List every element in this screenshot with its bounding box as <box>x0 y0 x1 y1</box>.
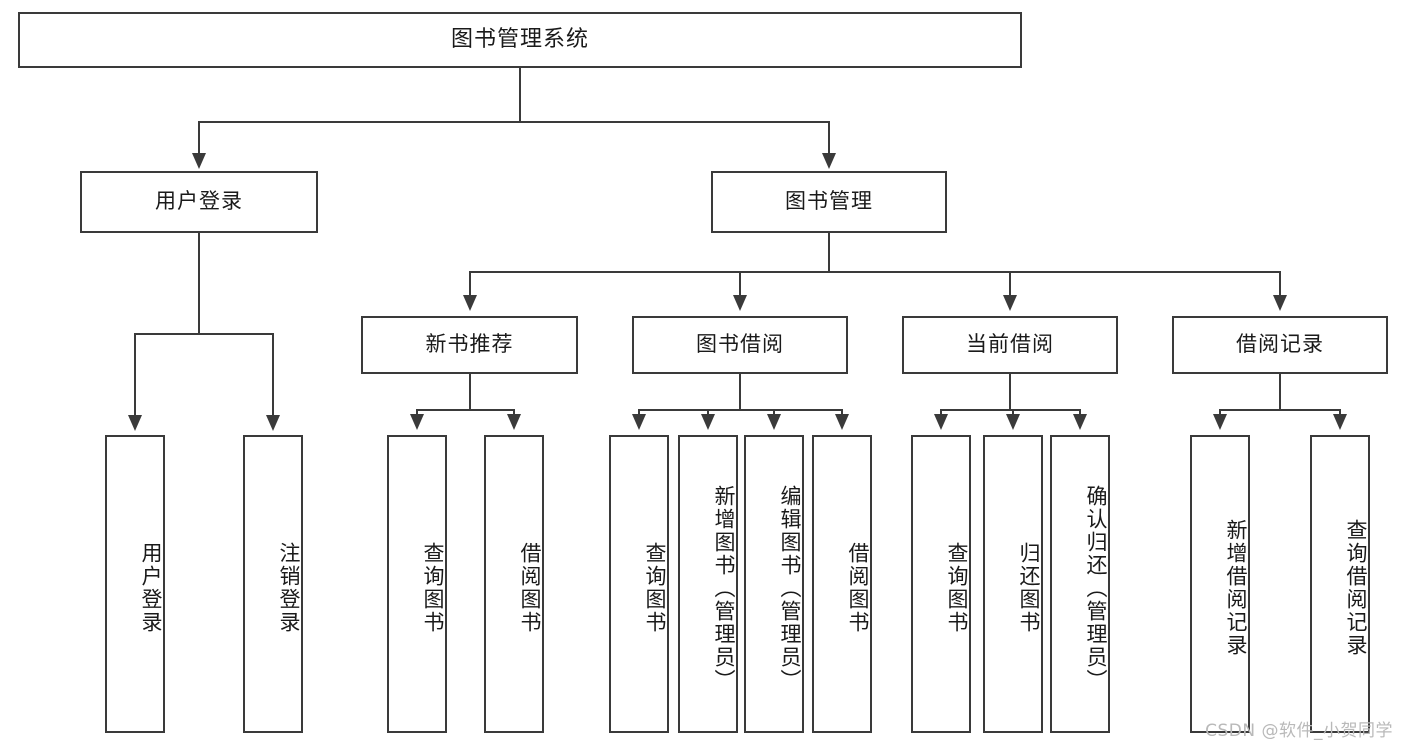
arrowhead-g2_arr_4 <box>835 414 849 430</box>
arrowhead-g3_arr_1 <box>934 414 948 430</box>
connector-g1_bar <box>416 409 515 411</box>
node-label: 注销登录 <box>277 542 301 634</box>
node-leaf-4[interactable]: 查询图书 <box>609 435 669 733</box>
connector-bm_drop_3 <box>1009 271 1011 297</box>
node-label: 查询图书 <box>945 542 969 634</box>
node-level3-1[interactable]: 图书借阅 <box>632 316 848 374</box>
node-leaf-2[interactable]: 查询图书 <box>387 435 447 733</box>
connector-g3_drop_1 <box>940 409 942 417</box>
connector-g3_bar <box>940 409 1080 411</box>
node-label: 借阅图书 <box>518 542 542 634</box>
connector-login_bar <box>134 333 274 335</box>
connector-g4_drop_1 <box>1219 409 1221 417</box>
arrowhead-g4_arr_1 <box>1213 414 1227 430</box>
connector-bm_drop_1 <box>469 271 471 297</box>
connector-g3_drop_2 <box>1012 409 1014 417</box>
node-leaf-5[interactable]: 新增图书（管理员） <box>678 435 738 733</box>
arrowhead-g4_arr_2 <box>1333 414 1347 430</box>
node-leaf-10[interactable]: 确认归还（管理员） <box>1050 435 1110 733</box>
arrowhead-g2_arr_1 <box>632 414 646 430</box>
arrowhead-g1_arr_1 <box>410 414 424 430</box>
node-level3-2[interactable]: 当前借阅 <box>902 316 1118 374</box>
connector-g2_bar <box>638 409 843 411</box>
arrowhead-bm_arr_1 <box>463 295 477 311</box>
connector-bm_bar <box>469 271 1281 273</box>
connector-g2_drop_3 <box>773 409 775 417</box>
connector-root_drop_r <box>828 121 830 155</box>
connector-bm_drop_2 <box>739 271 741 297</box>
arrowhead-arrow_l <box>192 153 206 169</box>
node-label: 新增借阅记录 <box>1224 519 1248 657</box>
arrowhead-g3_arr_2 <box>1006 414 1020 430</box>
node-label: 确认归还（管理员） <box>1084 484 1108 692</box>
node-label: 新增图书（管理员） <box>712 484 736 692</box>
node-label: 当前借阅 <box>966 332 1054 357</box>
connector-bm_drop_4 <box>1279 271 1281 297</box>
node-level3-3[interactable]: 借阅记录 <box>1172 316 1388 374</box>
connector-root_drop_l <box>198 121 200 155</box>
arrowhead-g3_arr_3 <box>1073 414 1087 430</box>
connector-login_stem <box>198 233 200 333</box>
node-leaf-0[interactable]: 用户登录 <box>105 435 165 733</box>
node-level3-0[interactable]: 新书推荐 <box>361 316 578 374</box>
arrowhead-login_arr_1 <box>128 415 142 431</box>
node-label: 用户登录 <box>139 542 163 634</box>
node-label: 查询图书 <box>643 542 667 634</box>
node-label: 新书推荐 <box>425 332 514 357</box>
node-label: 查询图书 <box>421 542 445 634</box>
connector-login_drop_1 <box>134 333 136 417</box>
connector-g1_stem <box>469 374 471 409</box>
connector-g1_drop_2 <box>513 409 515 417</box>
connector-g1_drop_1 <box>416 409 418 417</box>
node-label: 图书借阅 <box>696 332 784 357</box>
node-root-system[interactable]: 图书管理系统 <box>18 12 1022 68</box>
node-leaf-11[interactable]: 新增借阅记录 <box>1190 435 1250 733</box>
node-label: 图书管理系统 <box>450 26 589 52</box>
node-level2-0[interactable]: 用户登录 <box>80 171 318 233</box>
node-label: 借阅记录 <box>1236 332 1324 357</box>
connector-g4_bar <box>1219 409 1340 411</box>
connector-g2_drop_2 <box>707 409 709 417</box>
node-level2-1[interactable]: 图书管理 <box>711 171 947 233</box>
connector-login_drop_2 <box>272 333 274 417</box>
node-leaf-1[interactable]: 注销登录 <box>243 435 303 733</box>
node-leaf-9[interactable]: 归还图书 <box>983 435 1043 733</box>
connector-root_bar <box>198 121 830 123</box>
node-label: 归还图书 <box>1017 542 1041 634</box>
connector-g4_stem <box>1279 374 1281 409</box>
node-label: 图书管理 <box>785 189 873 214</box>
arrowhead-g2_arr_3 <box>767 414 781 430</box>
node-label: 查询借阅记录 <box>1344 519 1368 657</box>
node-leaf-8[interactable]: 查询图书 <box>911 435 971 733</box>
node-label: 借阅图书 <box>846 542 870 634</box>
node-label: 用户登录 <box>155 189 243 214</box>
arrowhead-g1_arr_2 <box>507 414 521 430</box>
connector-g2_drop_1 <box>638 409 640 417</box>
node-leaf-3[interactable]: 借阅图书 <box>484 435 544 733</box>
arrowhead-g2_arr_2 <box>701 414 715 430</box>
connector-g2_stem <box>739 374 741 409</box>
connector-g3_drop_3 <box>1079 409 1081 417</box>
arrowhead-bm_arr_3 <box>1003 295 1017 311</box>
node-label: 编辑图书（管理员） <box>778 484 802 692</box>
arrowhead-bm_arr_2 <box>733 295 747 311</box>
node-leaf-6[interactable]: 编辑图书（管理员） <box>744 435 804 733</box>
connector-root_stem <box>519 68 521 121</box>
node-leaf-7[interactable]: 借阅图书 <box>812 435 872 733</box>
node-leaf-12[interactable]: 查询借阅记录 <box>1310 435 1370 733</box>
arrowhead-bm_arr_4 <box>1273 295 1287 311</box>
connector-bm_stem <box>828 233 830 271</box>
arrowhead-login_arr_2 <box>266 415 280 431</box>
connector-g4_drop_2 <box>1339 409 1341 417</box>
arrowhead-arrow_r <box>822 153 836 169</box>
connector-g2_drop_4 <box>841 409 843 417</box>
connector-g3_stem <box>1009 374 1011 409</box>
